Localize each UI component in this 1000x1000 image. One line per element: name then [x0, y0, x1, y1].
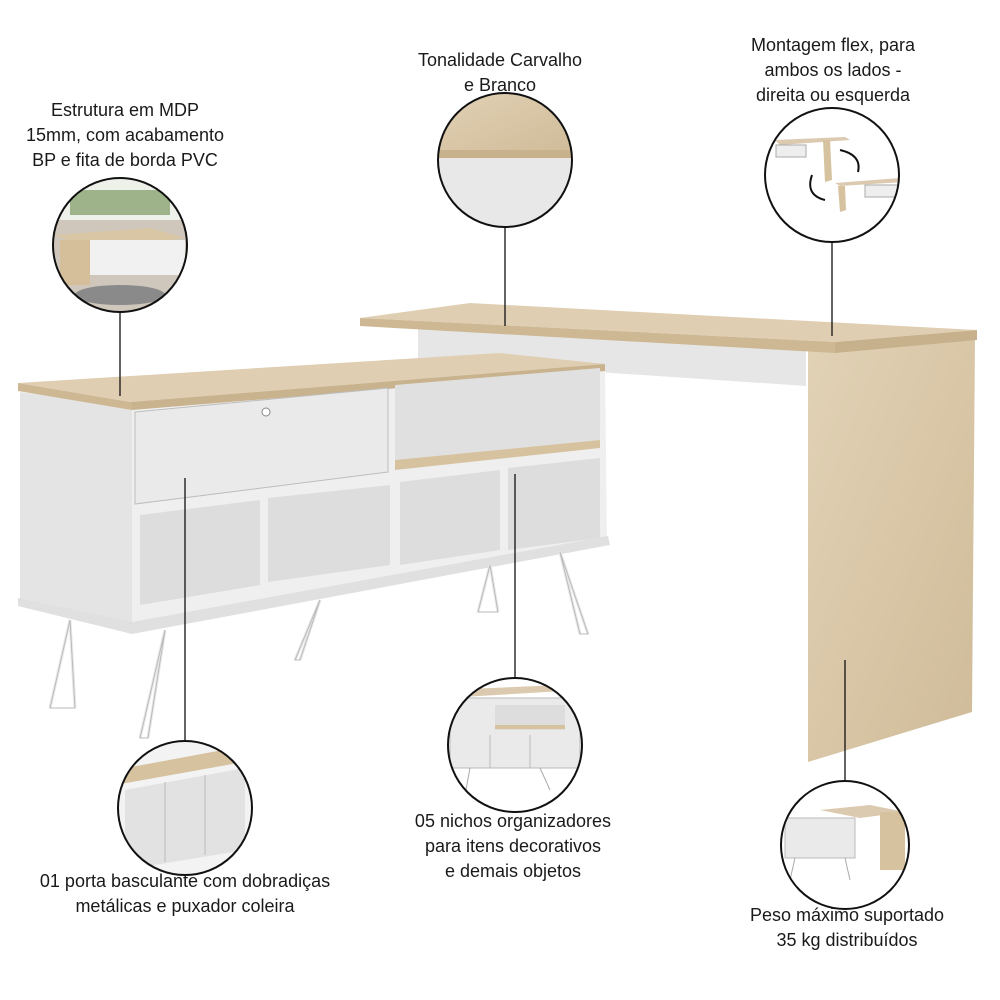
door-label: 01 porta basculante com dobradiças metál… — [40, 869, 330, 919]
niches-label-line: para itens decorativos — [424, 836, 602, 856]
weight-label: Peso máximo suportado 35 kg distribuídos — [750, 903, 944, 953]
mount-label-line: ambos os lados - — [764, 60, 902, 80]
leader-lines — [119, 227, 846, 781]
structure-label-line: BP e fita de borda PVC — [32, 150, 218, 170]
color-label: Tonalidade Carvalho e Branco — [418, 48, 582, 98]
mount-callout-circle — [764, 107, 900, 243]
color-label-line: Tonalidade Carvalho — [417, 50, 583, 70]
mount-label-line: Montagem flex, para — [750, 35, 916, 55]
color-detail-image — [438, 93, 572, 227]
door-label-line: 01 porta basculante com dobradiças — [39, 871, 331, 891]
weight-callout-circle — [780, 780, 910, 910]
niches-detail-image — [448, 678, 582, 812]
sideboard — [18, 353, 610, 739]
niches-label-line: 05 nichos organizadores — [414, 811, 612, 831]
structure-label: Estrutura em MDP 15mm, com acabamento BP… — [26, 98, 224, 173]
color-callout-circle — [437, 92, 573, 228]
niches-label-line: e demais objetos — [444, 861, 582, 881]
door-callout-circle — [117, 740, 253, 876]
mount-label: Montagem flex, para ambos os lados - dir… — [751, 33, 915, 108]
weight-detail-image — [781, 781, 909, 909]
weight-label-line: 35 kg distribuídos — [776, 930, 918, 950]
weight-label-line: Peso máximo suportado — [749, 905, 945, 925]
niches-label: 05 nichos organizadores para itens decor… — [415, 809, 611, 884]
color-label-line: e Branco — [463, 75, 537, 95]
niches-callout-circle — [447, 677, 583, 813]
mount-detail-image — [765, 108, 899, 242]
structure-label-line: Estrutura em MDP — [50, 100, 200, 120]
door-label-line: metálicas e puxador coleira — [75, 896, 295, 916]
door-detail-image — [118, 741, 252, 875]
structure-callout-circle — [52, 177, 188, 313]
mount-label-line: direita ou esquerda — [755, 85, 911, 105]
desk — [360, 303, 977, 762]
structure-label-line: 15mm, com acabamento — [25, 125, 225, 145]
structure-detail-image — [53, 178, 187, 312]
